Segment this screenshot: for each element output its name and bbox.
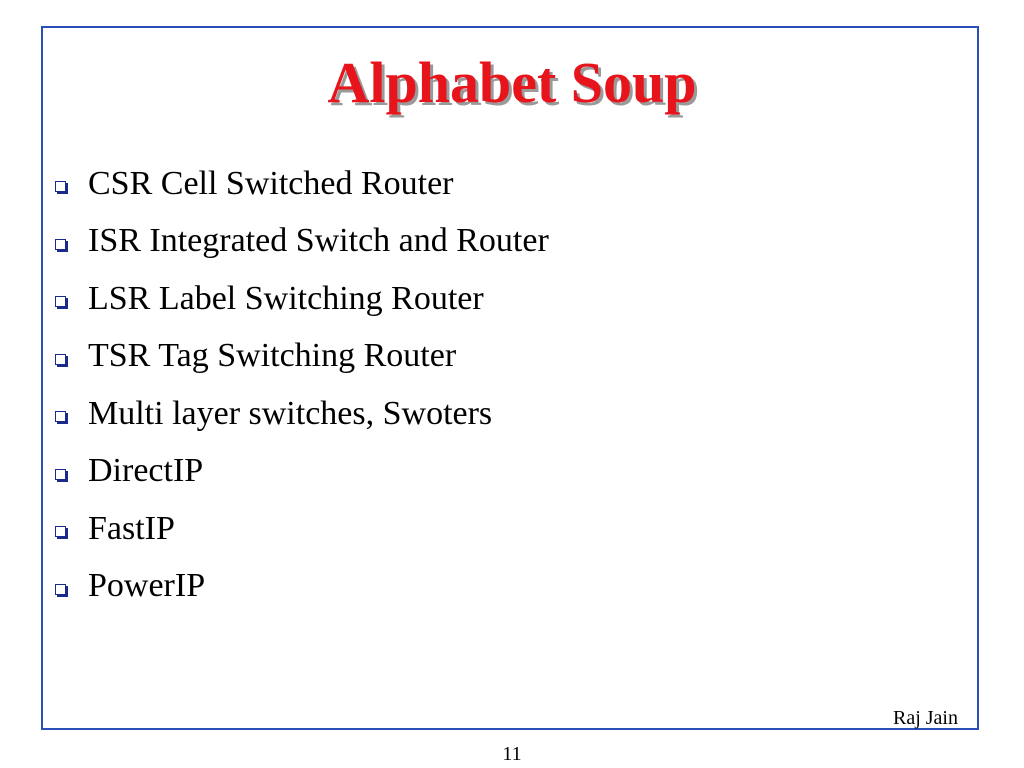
bullet-text: Multi layer switches, Swoters (88, 394, 493, 432)
bullet-item: TSR Tag Switching Router (55, 328, 549, 386)
hollow-square-bullet-icon (55, 181, 66, 193)
bullet-item: DirectIP (55, 443, 549, 501)
bullet-text: TSR Tag Switching Router (88, 337, 457, 375)
hollow-square-bullet-icon (55, 238, 66, 250)
bullet-item: LSR Label Switching Router (55, 270, 549, 328)
bullet-text: LSR Label Switching Router (88, 279, 484, 317)
hollow-square-bullet-icon (55, 296, 66, 308)
bullet-item: FastIP (55, 500, 549, 558)
hollow-square-bullet-icon (55, 583, 66, 595)
bullet-text: PowerIP (88, 567, 206, 605)
hollow-square-bullet-icon (55, 468, 66, 480)
bullet-text: FastIP (88, 509, 175, 547)
hollow-square-bullet-icon (55, 353, 66, 365)
hollow-square-bullet-icon (55, 526, 66, 538)
page-number: 11 (502, 743, 522, 765)
hollow-square-bullet-icon (55, 411, 66, 423)
author-name: Raj Jain (893, 707, 958, 729)
bullet-item: ISR Integrated Switch and Router (55, 213, 549, 271)
bullet-text: DirectIP (88, 452, 204, 490)
bullet-list: CSR Cell Switched Router ISR Integrated … (55, 155, 549, 615)
bullet-item: CSR Cell Switched Router (55, 155, 549, 213)
bullet-text: ISR Integrated Switch and Router (88, 222, 549, 260)
bullet-item: PowerIP (55, 558, 549, 616)
bullet-text: CSR Cell Switched Router (88, 164, 454, 202)
slide-frame (41, 26, 979, 730)
bullet-item: Multi layer switches, Swoters (55, 385, 549, 443)
slide-title: Alphabet Soup (327, 50, 697, 115)
